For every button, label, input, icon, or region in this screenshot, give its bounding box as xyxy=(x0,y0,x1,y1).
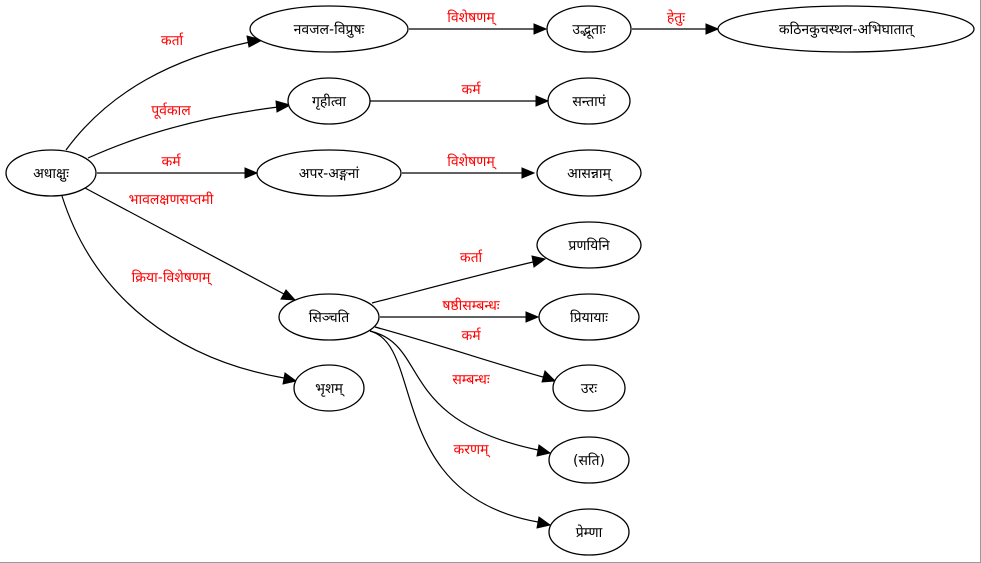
edge-grihitva-santapam: कर्म xyxy=(370,81,550,107)
arrowhead xyxy=(275,100,292,113)
edge-sinchati-pranayini: कर्ता xyxy=(371,249,547,304)
node-label: प्रेम्णा xyxy=(576,524,603,541)
edge-label-kriya-visheshanam: क्रिया-विशेषणम् xyxy=(132,269,213,286)
edge-label-karma: कर्म xyxy=(461,327,481,344)
edge-label-purvakala: पूर्वकाल xyxy=(151,102,191,119)
node-label: (सति) xyxy=(573,452,605,469)
edge-label-visheshanam: विशेषणम् xyxy=(447,9,497,26)
edge-navajala-udbhuta: विशेषणम् xyxy=(409,9,548,35)
node-sati: (सति) xyxy=(548,436,630,484)
arrowhead xyxy=(536,444,552,457)
node-ellipse xyxy=(717,5,975,53)
node-urah: उरः xyxy=(552,364,626,412)
node-grihitva: गृहीत्वा xyxy=(287,77,371,125)
edge-label-karma: कर्म xyxy=(161,153,181,170)
node-ellipse xyxy=(536,149,642,197)
edge-apara-asannam: विशेषणम् xyxy=(402,153,536,179)
edge-adhakshu-apara: कर्म xyxy=(97,153,259,179)
edge-line xyxy=(61,195,285,379)
node-label: सन्तापं xyxy=(572,94,606,110)
edge-line xyxy=(65,41,251,151)
arrowhead xyxy=(244,167,259,179)
arrowhead xyxy=(521,167,536,179)
node-label: उद्भूताः xyxy=(572,22,606,39)
node-ellipse xyxy=(5,149,97,197)
edge-label-karta: कर्ता xyxy=(161,32,184,49)
node-label: आसन्नाम् xyxy=(567,166,613,182)
arrowhead xyxy=(533,23,548,35)
edge-line xyxy=(369,330,539,523)
node-label: अधाक्षुः xyxy=(33,166,70,182)
arrowhead xyxy=(282,372,298,385)
arrowhead xyxy=(541,370,557,383)
arrowhead xyxy=(525,311,540,323)
edge-line xyxy=(84,187,285,295)
node-udbhuta: उद्भूताः xyxy=(546,5,632,53)
edge-label-hetu: हेतुः xyxy=(667,9,686,26)
edge-line xyxy=(87,106,279,159)
node-ellipse xyxy=(548,508,630,556)
node-asannam: आसन्नाम् xyxy=(536,149,642,197)
node-ellipse xyxy=(548,436,630,484)
node-ellipse xyxy=(249,5,409,53)
edge-sinchati-sati: सम्बन्धः xyxy=(369,330,552,457)
edge-label-karanam: करणम् xyxy=(454,442,491,458)
node-ellipse xyxy=(293,364,365,412)
edge-label-karta: कर्ता xyxy=(460,249,483,266)
arrowhead xyxy=(535,95,550,107)
arrowhead xyxy=(531,255,547,268)
node-bhrisham: भृशम् xyxy=(293,364,365,412)
edge-sinchati-premna: करणम् xyxy=(369,330,552,529)
node-santapam: सन्तापं xyxy=(547,77,631,125)
edge-label-bhavalakshana: भावलक्षणसप्तमी xyxy=(129,191,214,208)
node-label: सिञ्चति xyxy=(309,309,350,326)
edge-sinchati-priyayah: षष्ठीसम्बन्धः xyxy=(380,297,540,323)
node-pranayini: प्रणयिनि xyxy=(536,221,642,269)
node-label: गृहीत्वा xyxy=(312,93,346,110)
node-premna: प्रेम्णा xyxy=(548,508,630,556)
node-label: भृशम् xyxy=(315,381,345,397)
node-navajala: नवजल-विप्रुषः xyxy=(249,5,409,53)
edge-sinchati-urah: कर्म xyxy=(374,326,557,383)
arrowhead xyxy=(246,35,264,48)
node-label: उरः xyxy=(581,381,598,397)
edge-line xyxy=(371,261,534,304)
edge-label-shashthi-sambandha: षष्ठीसम्बन्धः xyxy=(442,297,500,314)
node-ellipse xyxy=(552,364,626,412)
node-ellipse xyxy=(256,149,402,197)
edge-label-visheshanam: विशेषणम् xyxy=(447,153,497,170)
node-priyayah: प्रियायाः xyxy=(538,293,640,341)
node-ellipse xyxy=(538,293,640,341)
node-apara: अपर-अङ्गनां xyxy=(256,149,402,197)
node-adhakshu: अधाक्षुः xyxy=(5,149,97,197)
node-ellipse xyxy=(287,77,371,125)
node-ellipse xyxy=(278,293,380,341)
edge-line xyxy=(369,330,539,451)
edge-adhakshu-navajala: कर्ता xyxy=(65,32,264,151)
arrowhead xyxy=(536,516,552,529)
node-label: प्रियायाः xyxy=(570,309,609,326)
arrowhead xyxy=(280,289,297,301)
node-ellipse xyxy=(546,5,632,53)
node-label: नवजल-विप्रुषः xyxy=(294,21,366,38)
node-ellipse xyxy=(536,221,642,269)
edge-label-karma: कर्म xyxy=(461,81,481,98)
node-ellipse xyxy=(547,77,631,125)
edge-adhakshu-grihitva: पूर्वकाल xyxy=(87,100,292,159)
node-label: कठिनकुचस्थल-अभिघातात् xyxy=(779,21,915,38)
node-sinchati: सिञ्चति xyxy=(278,293,380,341)
edge-adhakshu-bhrisham: क्रिया-विशेषणम् xyxy=(61,195,298,385)
node-label: प्रणयिनि xyxy=(568,237,609,254)
edge-udbhuta-kathina: हेतुः xyxy=(632,9,720,35)
edge-adhakshu-sinchati: भावलक्षणसप्तमी xyxy=(84,187,297,301)
arrowhead xyxy=(705,23,720,35)
edge-line xyxy=(374,326,544,378)
node-kathina: कठिनकुचस्थल-अभिघातात् xyxy=(717,5,975,53)
node-label: अपर-अङ्गनां xyxy=(299,166,360,182)
edge-label-sambandha: सम्बन्धः xyxy=(452,372,490,388)
